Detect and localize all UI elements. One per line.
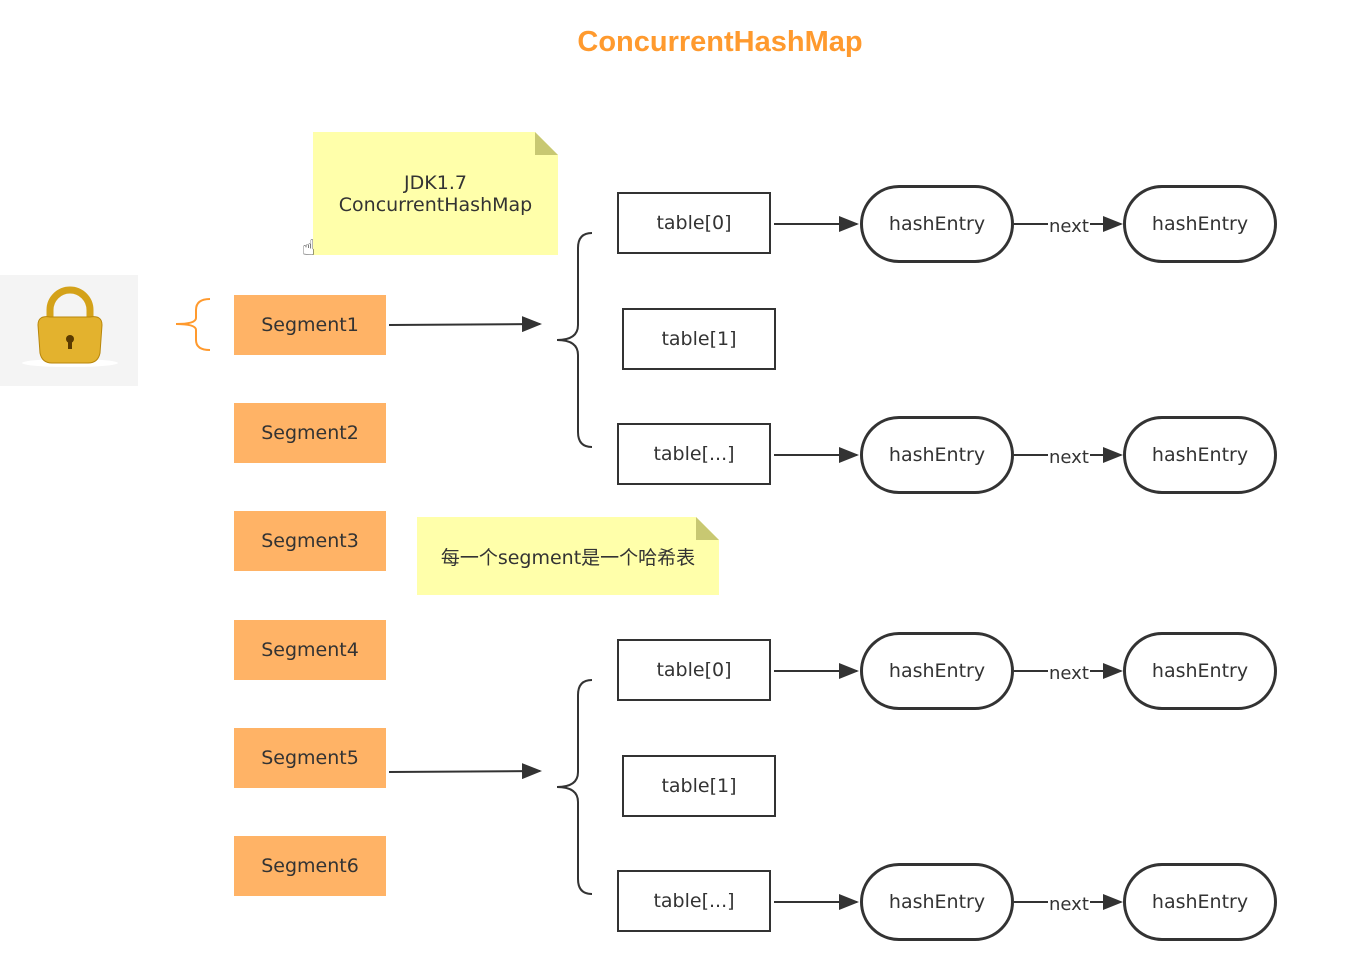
segment-2[interactable]: Segment2	[234, 403, 386, 463]
note-segment: 每一个segment是一个哈希表	[417, 517, 719, 595]
hash-entry-next[interactable]: hashEntry	[1123, 632, 1277, 710]
arrow-seg1	[388, 316, 542, 333]
segment-1[interactable]: Segment1	[234, 295, 386, 355]
brace-2	[556, 679, 593, 895]
lock-icon	[22, 286, 118, 367]
note-line2: ConcurrentHashMap	[338, 193, 533, 216]
hash-entry[interactable]: hashEntry	[860, 863, 1014, 941]
note-line1: JDK1.7	[404, 171, 467, 194]
table-1[interactable]: table[1]	[622, 308, 776, 370]
hash-entry-next[interactable]: hashEntry	[1123, 863, 1277, 941]
next-label: next	[1048, 216, 1090, 237]
next-label: next	[1048, 894, 1090, 915]
note2-text: 每一个segment是一个哈希表	[440, 546, 696, 569]
next-label: next	[1048, 663, 1090, 684]
hash-entry[interactable]: hashEntry	[860, 416, 1014, 494]
table-more[interactable]: table[...]	[617, 423, 771, 485]
table-1[interactable]: table[1]	[622, 755, 776, 817]
hash-entry[interactable]: hashEntry	[860, 632, 1014, 710]
orange-brace	[175, 298, 211, 351]
table-more[interactable]: table[...]	[617, 870, 771, 932]
table-0[interactable]: table[0]	[617, 639, 771, 701]
arrow-seg5	[388, 763, 542, 780]
segment-6[interactable]: Segment6	[234, 836, 386, 896]
diagram-title: ConcurrentHashMap	[577, 26, 863, 58]
segment-3[interactable]: Segment3	[234, 511, 386, 571]
brace-1	[556, 232, 593, 448]
lock-panel	[0, 275, 138, 386]
segment-4[interactable]: Segment4	[234, 620, 386, 680]
hand-cursor-icon: ☝	[302, 236, 316, 261]
hash-entry-next[interactable]: hashEntry	[1123, 416, 1277, 494]
next-label: next	[1048, 447, 1090, 468]
segment-5[interactable]: Segment5	[234, 728, 386, 788]
hash-entry-next[interactable]: hashEntry	[1123, 185, 1277, 263]
table-0[interactable]: table[0]	[617, 192, 771, 254]
hash-entry[interactable]: hashEntry	[860, 185, 1014, 263]
